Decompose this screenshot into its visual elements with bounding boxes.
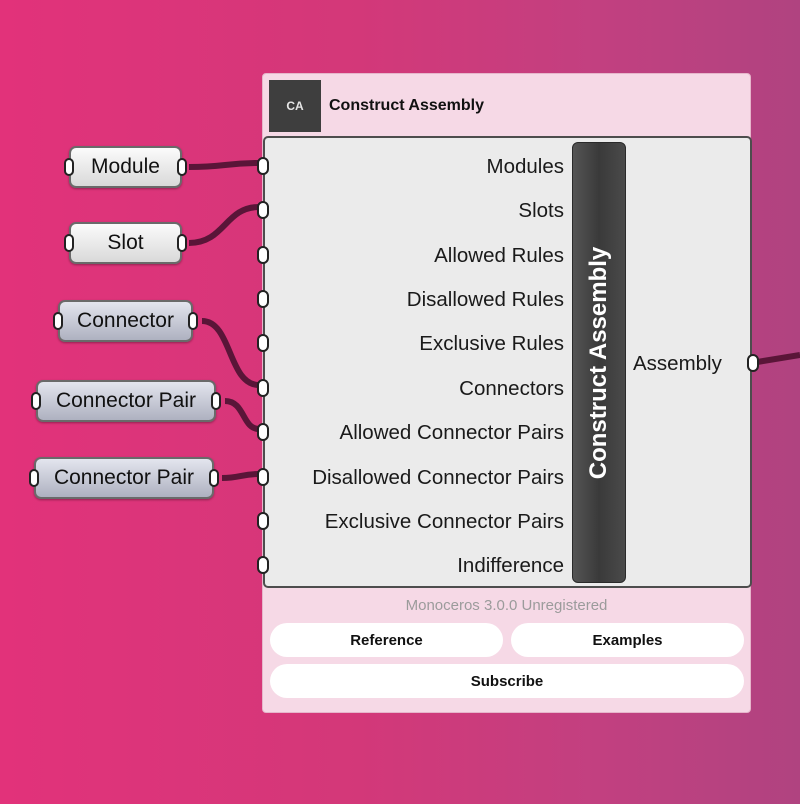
input-label-exclusive-connector-pairs: Exclusive Connector Pairs xyxy=(324,510,564,533)
param-slot[interactable]: Slot xyxy=(64,222,187,264)
param-label: Module xyxy=(91,155,160,178)
param-label: Connector Pair xyxy=(53,466,195,489)
construct-assembly-component[interactable]: CA Construct Assembly Modules Slots Allo… xyxy=(257,73,759,713)
input-label-allowed-connector-pairs: Allowed Connector Pairs xyxy=(339,421,564,444)
component-title: Construct Assembly xyxy=(329,97,484,114)
wire-module-modules xyxy=(188,160,260,170)
reference-button[interactable]: Reference xyxy=(270,623,503,657)
component-icon: CA xyxy=(269,80,321,132)
param-output-grip[interactable] xyxy=(177,234,187,252)
input-grip-slots[interactable] xyxy=(257,201,269,219)
component-body[interactable]: Modules Slots Allowed Rules Disallowed R… xyxy=(257,136,759,588)
param-connector-pair-1[interactable]: Connector Pair xyxy=(31,380,221,422)
input-grip-indifference[interactable] xyxy=(257,556,269,574)
input-label-indifference: Indifference xyxy=(457,554,564,577)
param-output-grip[interactable] xyxy=(188,312,198,330)
input-grip-allowed-connector-pairs[interactable] xyxy=(257,423,269,441)
subscribe-button[interactable]: Subscribe xyxy=(270,664,744,698)
component-header: CA Construct Assembly xyxy=(269,78,484,134)
param-connector[interactable]: Connector xyxy=(53,300,198,342)
input-grip-allowed-rules[interactable] xyxy=(257,246,269,264)
param-output-grip[interactable] xyxy=(177,158,187,176)
param-output-grip[interactable] xyxy=(211,392,221,410)
param-output-grip[interactable] xyxy=(209,469,219,487)
registration-note: Monoceros 3.0.0 Unregistered xyxy=(405,597,608,614)
input-grip-exclusive-connector-pairs[interactable] xyxy=(257,512,269,530)
param-input-grip[interactable] xyxy=(29,469,39,487)
param-input-grip[interactable] xyxy=(53,312,63,330)
output-grip-assembly[interactable] xyxy=(747,354,759,372)
wire-connector-connectors xyxy=(201,318,260,388)
wire-connectorpair-disallowed xyxy=(221,471,260,481)
input-label-modules: Modules xyxy=(486,155,565,178)
input-label-connectors: Connectors xyxy=(459,377,564,400)
param-input-grip[interactable] xyxy=(64,234,74,252)
param-input-grip[interactable] xyxy=(31,392,41,410)
input-label-disallowed-rules: Disallowed Rules xyxy=(406,288,564,311)
wire-assembly-out xyxy=(756,352,800,365)
input-grip-disallowed-connector-pairs[interactable] xyxy=(257,468,269,486)
component-vertical-name: Construct Assembly xyxy=(585,246,612,479)
param-label: Connector Pair xyxy=(55,389,197,412)
param-module[interactable]: Module xyxy=(64,146,187,188)
input-label-slots: Slots xyxy=(518,199,564,222)
input-grip-exclusive-rules[interactable] xyxy=(257,334,269,352)
wire-connectorpair-allowed xyxy=(224,398,260,432)
param-label: Slot xyxy=(107,231,144,254)
input-grip-connectors[interactable] xyxy=(257,379,269,397)
output-label-assembly: Assembly xyxy=(633,352,722,375)
input-label-allowed-rules: Allowed Rules xyxy=(434,244,564,267)
input-grip-disallowed-rules[interactable] xyxy=(257,290,269,308)
input-label-disallowed-connector-pairs: Disallowed Connector Pairs xyxy=(312,466,564,489)
param-label: Connector xyxy=(77,309,174,332)
param-input-grip[interactable] xyxy=(64,158,74,176)
wire-slot-slots xyxy=(188,204,260,246)
input-grip-modules[interactable] xyxy=(257,157,269,175)
component-name-bar: Construct Assembly xyxy=(572,142,626,583)
examples-button[interactable]: Examples xyxy=(511,623,744,657)
input-label-exclusive-rules: Exclusive Rules xyxy=(419,332,564,355)
param-connector-pair-2[interactable]: Connector Pair xyxy=(29,457,219,499)
